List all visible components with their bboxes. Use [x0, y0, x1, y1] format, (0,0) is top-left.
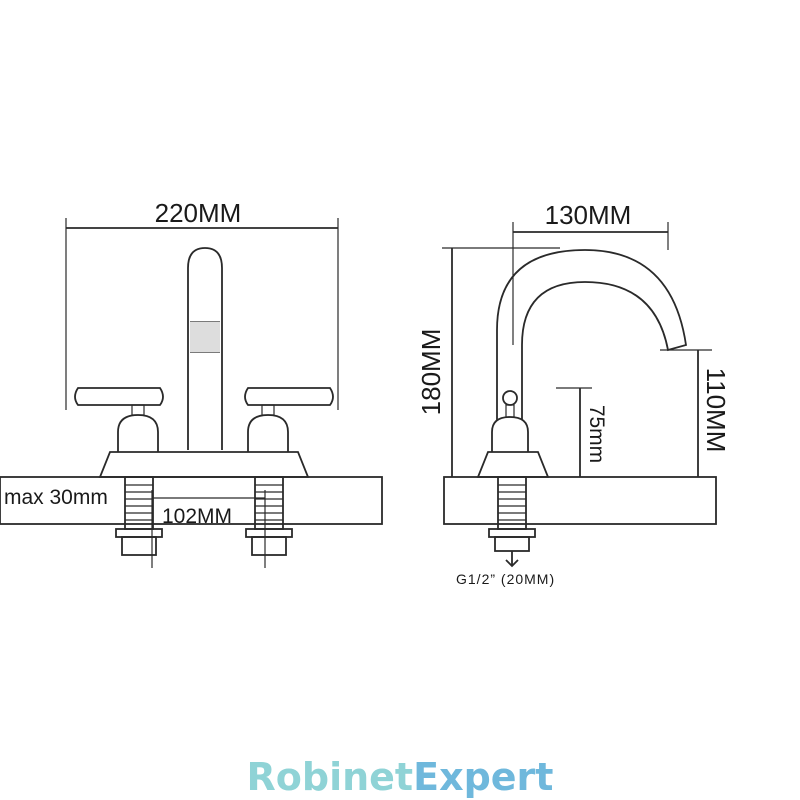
width-label: 220MM [155, 198, 242, 228]
side-handle-stem [505, 404, 515, 418]
front-base-plate [98, 451, 310, 478]
front-view: 220MM 102MM max 30mm [0, 198, 383, 568]
side-gooseneck-spout [496, 249, 688, 420]
robinet-expert-logo: RobinetExpert [247, 755, 554, 799]
right-nut [245, 528, 293, 538]
left-handle-lever [74, 387, 164, 406]
logo-part-robinet: Robinet [247, 755, 414, 799]
left-shank-lower [121, 536, 157, 556]
logo-part-expert: Expert [413, 755, 553, 799]
reach-label: 130MM [545, 200, 632, 230]
side-base-plate [476, 451, 550, 478]
deck-thickness-label: max 30mm [4, 486, 108, 509]
thread-size-label: G1/2” (20MM) [456, 571, 555, 587]
right-handle-body [247, 414, 289, 452]
side-view: 130MM 180MM 110MM 75mm G1/2” (20MM) [416, 200, 731, 587]
side-shank-lower [494, 536, 530, 552]
right-shank-lower [251, 536, 287, 556]
front-countertop [0, 476, 383, 525]
side-handle-body [491, 416, 529, 452]
side-countertop [443, 476, 717, 525]
side-nut [488, 528, 536, 538]
left-nut [115, 528, 163, 538]
handle-height-label: 75mm [585, 405, 608, 463]
thread-leader-arrow [505, 551, 519, 568]
side-handle-knob [502, 390, 518, 406]
side-shank-thread [498, 484, 526, 521]
right-handle-lever [244, 387, 334, 406]
right-handle-stem [261, 404, 275, 416]
left-shank-thread [125, 484, 153, 521]
left-handle-stem [131, 404, 145, 416]
front-spout-ring-fill [190, 322, 220, 352]
left-handle-body [117, 414, 159, 452]
front-spout [187, 247, 223, 450]
spacing-label: 102MM [162, 505, 232, 528]
right-shank-thread [255, 484, 283, 521]
spout-height-label: 110MM [701, 368, 731, 453]
height-label: 180MM [416, 329, 446, 416]
logo-text: RobinetExpert [247, 755, 554, 799]
